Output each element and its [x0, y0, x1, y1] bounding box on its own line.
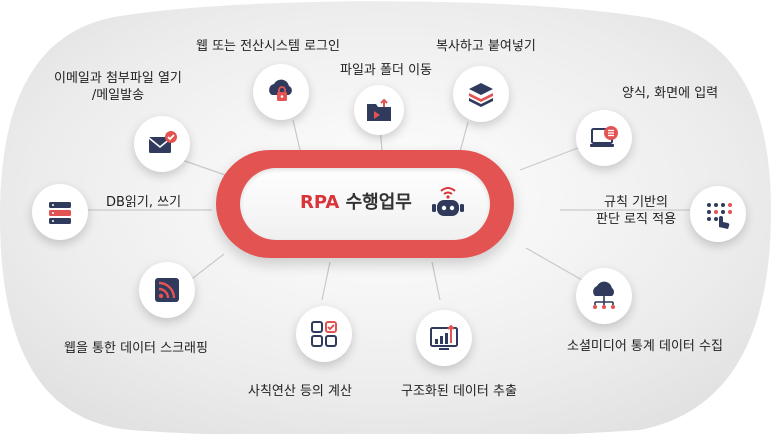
task-label-data-extract: 구조화된 데이터 추출	[401, 384, 517, 399]
task-label-rule-logic: 규칙 기반의 판단 로직 적용	[596, 194, 676, 228]
task-node-social-stats	[576, 268, 632, 324]
database-icon	[49, 202, 71, 224]
center-hub: RPA 수행업무	[216, 150, 514, 258]
rss-icon	[155, 278, 179, 302]
task-label-web-scraping: 웹을 통한 데이터 스크래핑	[64, 341, 208, 356]
grid-touch-icon	[707, 203, 732, 229]
task-label-social-stats: 소셜미디어 통계 데이터 수집	[567, 339, 723, 354]
chart-monitor-icon	[430, 324, 458, 350]
center-title-prefix: RPA	[300, 192, 340, 213]
task-label-db: DB읽기, 쓰기	[106, 195, 182, 210]
task-node-file-move	[354, 85, 404, 135]
task-label-web-login: 웹 또는 전산시스템 로그인	[196, 39, 340, 54]
laptop-form-icon	[590, 126, 618, 147]
cloud-network-icon	[593, 281, 615, 309]
task-node-data-extract	[416, 310, 472, 366]
task-label-copy-paste: 복사하고 붙여넣기	[436, 39, 536, 54]
task-node-db	[32, 184, 88, 240]
center-title: RPA 수행업무	[300, 188, 412, 214]
task-label-email-line2: /메일발송	[91, 88, 145, 103]
robot-icon	[432, 187, 464, 216]
cloud-lock-icon	[269, 79, 292, 101]
calculator-icon	[311, 321, 337, 347]
task-node-form-input	[576, 110, 632, 166]
task-label-email: 이메일과 첨부파일 열기 /메일발송	[54, 70, 182, 104]
task-label-calculation: 사칙연산 등의 계산	[248, 384, 352, 399]
task-node-web-login	[253, 64, 309, 120]
layers-icon	[469, 83, 493, 107]
task-node-web-scraping	[139, 262, 195, 318]
folder-move-icon	[367, 98, 391, 121]
task-node-rule-logic	[690, 186, 746, 242]
task-label-email-line1: 이메일과 첨부파일 열기	[54, 71, 182, 86]
task-label-file-move: 파일과 폴더 이동	[340, 63, 432, 78]
task-node-copy-paste	[453, 66, 509, 122]
task-label-rule-logic-line1: 규칙 기반의	[604, 195, 668, 210]
task-node-calculation	[296, 306, 352, 362]
center-title-main: 수행업무	[345, 192, 412, 213]
mail-check-icon	[148, 131, 177, 153]
task-node-email	[134, 116, 190, 172]
task-label-form-input: 양식, 화면에 입력	[622, 86, 719, 101]
center-inner: RPA 수행업무	[240, 168, 490, 240]
task-label-rule-logic-line2: 판단 로직 적용	[596, 212, 677, 227]
